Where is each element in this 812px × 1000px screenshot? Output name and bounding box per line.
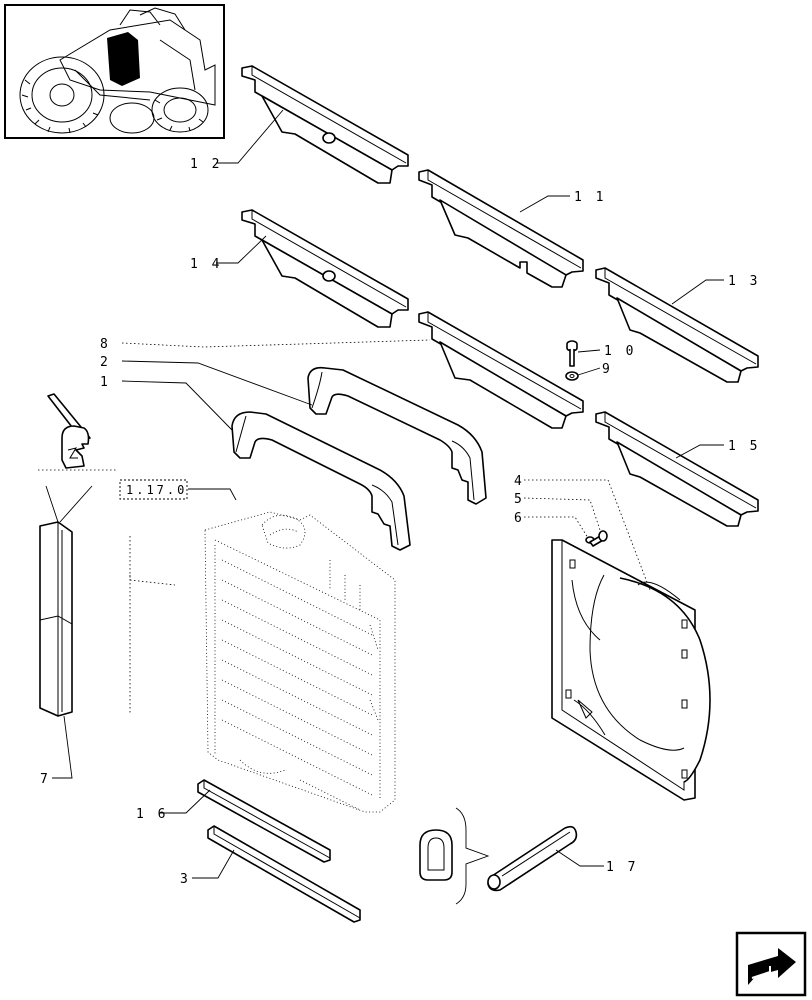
part-12-upper-baffle[interactable] [241,65,409,184]
label-5: 5 [514,492,525,507]
part-4-fan-shroud[interactable] [551,539,711,801]
label-12: 1 2 [190,157,222,172]
label-9: 9 [602,362,613,377]
label-17: 1 7 [606,860,638,875]
part-3-foam-strip[interactable] [207,825,361,923]
label-16: 1 6 [136,807,168,822]
label-6: 6 [514,511,525,526]
tractor-locator-thumbnail[interactable] [4,4,225,139]
leader-lines [38,109,724,879]
part-2-seal-arch[interactable] [307,366,487,505]
part-16-foam-strip[interactable] [197,779,331,863]
label-14: 1 4 [190,257,222,272]
label-8: 8 [100,337,111,352]
part-17-profile-section [419,807,490,905]
label-7: 7 [40,772,51,787]
part-15-baffle[interactable] [595,411,759,527]
part-7-vertical-seal[interactable] [39,521,73,717]
label-4: 4 [514,474,525,489]
label-13: 1 3 [728,274,760,289]
reference-link-1-17-0[interactable]: 1.17.0 [119,479,188,500]
part-14-baffle[interactable] [241,209,409,328]
label-10: 1 0 [604,344,636,359]
part-11-baffle[interactable] [418,169,584,288]
label-11: 1 1 [574,190,606,205]
reference-label: 1.17.0 [126,483,187,497]
part-13-baffle[interactable] [595,267,759,383]
next-page-arrow-icon[interactable] [735,931,807,997]
part-6-screw[interactable] [589,530,608,547]
part-9-washer[interactable] [565,371,579,381]
part-labels: 8 2 1 1 2 1 1 1 4 1 3 1 0 9 1 5 4 5 6 7 … [40,157,760,887]
radiator-reference-outline [204,511,396,813]
label-15: 1 5 [728,439,760,454]
part-10-bolt[interactable] [566,340,578,367]
part-1-seal-arch[interactable] [231,411,411,551]
part-8-baffle[interactable] [418,311,584,429]
label-1: 1 [100,375,111,390]
part-17-edge-trim[interactable] [487,825,578,892]
label-2: 2 [100,355,111,370]
label-3: 3 [180,872,191,887]
part-7-profile-section [47,393,91,469]
